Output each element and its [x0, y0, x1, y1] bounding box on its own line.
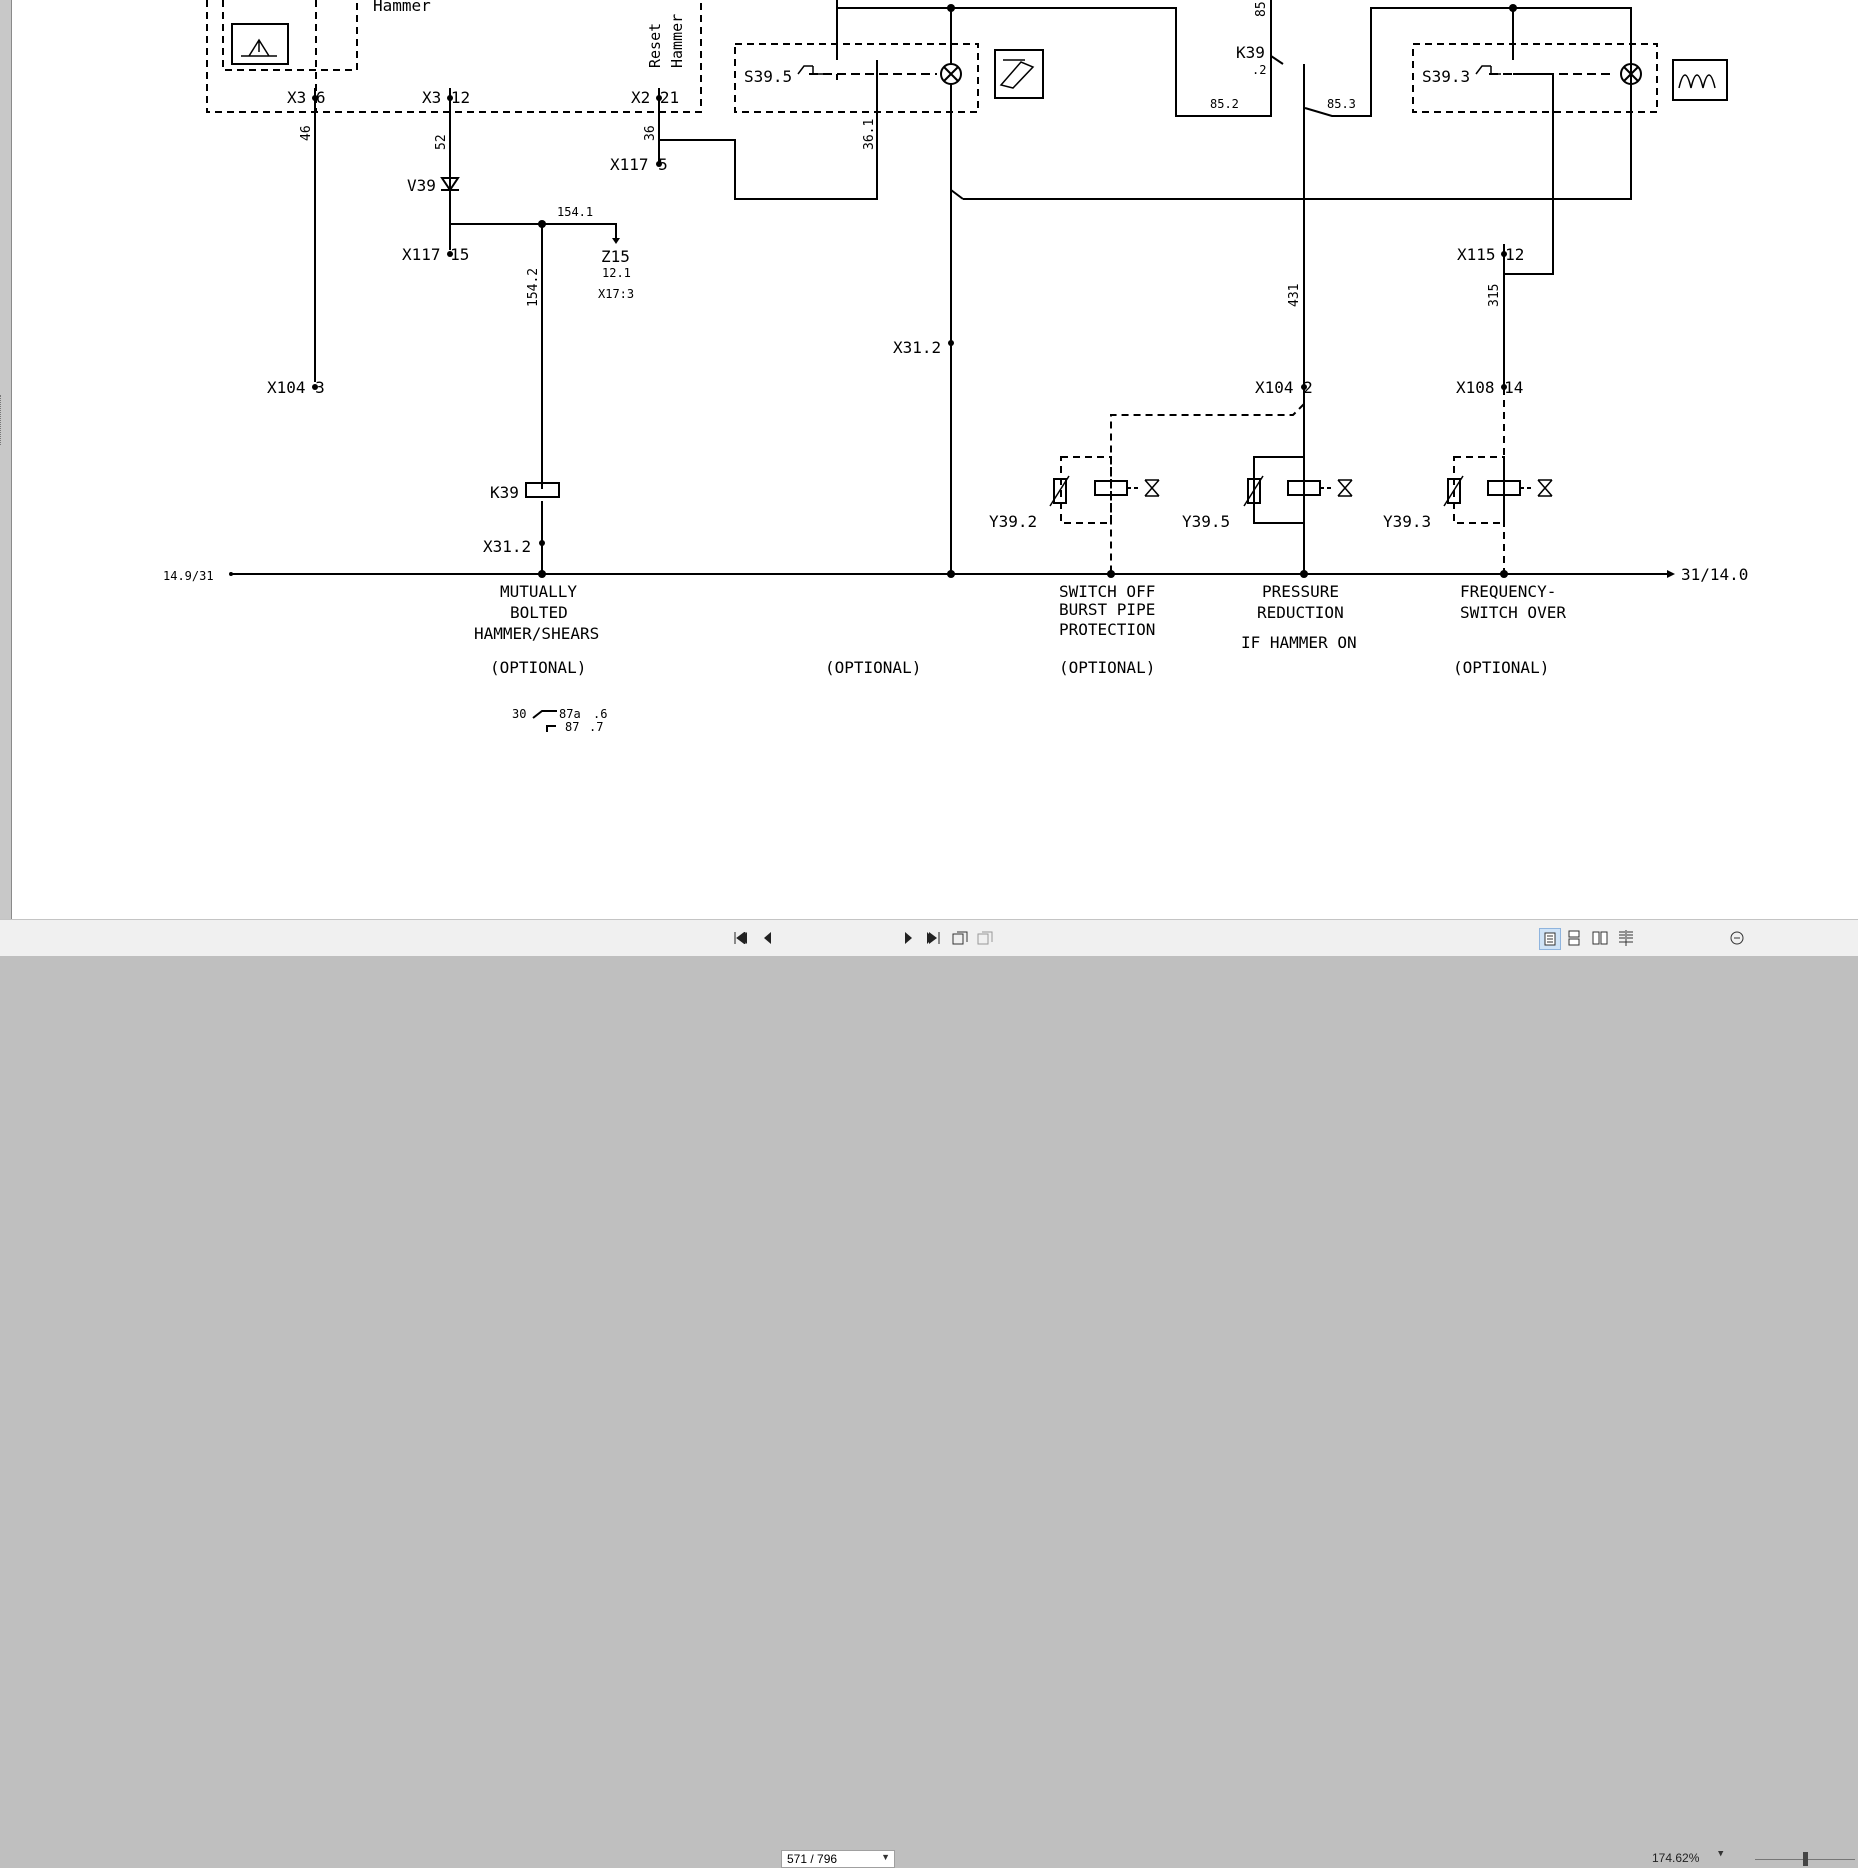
- terminal-x31-2-left: X31.2: [483, 537, 531, 556]
- previous-view-icon[interactable]: [950, 928, 970, 948]
- contact-ref-6: .6: [593, 707, 607, 721]
- terminal-x115-12: X115 12: [1457, 245, 1524, 264]
- switch-s39-5-label: S39.5: [744, 67, 792, 86]
- facing-view-icon[interactable]: [1590, 928, 1610, 948]
- wire-154-2: 154.2: [526, 268, 541, 307]
- wire-85: 85: [1254, 1, 1269, 17]
- optional-label-3: (OPTIONAL): [1059, 658, 1155, 677]
- reset-hammer-label: Hammer: [668, 14, 686, 68]
- mutually-line1: MUTUALLY: [500, 582, 577, 601]
- wiring-schematic: Hammer X3 6 X3 12 X2 21 X117 5 V39 X117 …: [163, 0, 1748, 734]
- wire-36: 36: [643, 125, 658, 141]
- single-page-view-icon[interactable]: [1539, 928, 1561, 950]
- zoom-out-icon[interactable]: [1727, 928, 1747, 948]
- next-view-icon[interactable]: [975, 928, 995, 948]
- optional-label-2: (OPTIONAL): [825, 658, 921, 677]
- switch-off-line3: PROTECTION: [1059, 620, 1155, 639]
- valve-y39-5-label: Y39.5: [1182, 512, 1230, 531]
- wire-36-1: 36.1: [862, 119, 877, 150]
- contact-87: 87: [565, 720, 579, 734]
- relay-k39-top-sub: .2: [1252, 63, 1266, 77]
- hammer-module-box: [206, 0, 702, 113]
- terminal-x3-6: X3 6: [287, 88, 326, 107]
- side-panel-grip[interactable]: [0, 395, 4, 445]
- last-page-icon[interactable]: [923, 928, 943, 948]
- mutually-line2: BOLTED: [510, 603, 568, 622]
- optional-label-1: (OPTIONAL): [490, 658, 586, 677]
- pressure-line1: PRESSURE: [1262, 582, 1339, 601]
- continuous-view-icon[interactable]: [1564, 928, 1584, 948]
- wire-315: 315: [1487, 284, 1502, 307]
- status-bar: 571 / 796 ▼ 174.62% ▼: [0, 919, 1858, 1868]
- zoom-slider-thumb[interactable]: [1803, 1852, 1808, 1866]
- pressure-line2: REDUCTION: [1257, 603, 1344, 622]
- contact-87a: 87a: [559, 707, 581, 721]
- terminal-x17-3: X17:3: [598, 287, 634, 301]
- contact-ref-7: .7: [589, 720, 603, 734]
- right-page-reference: 31/14.0: [1681, 565, 1748, 584]
- terminal-x117-15: X117 15: [402, 245, 469, 264]
- pressure-line3: IF HAMMER ON: [1241, 633, 1357, 652]
- zoom-level[interactable]: 174.62%: [1652, 1851, 1700, 1865]
- wire-46: 46: [299, 125, 314, 141]
- previous-page-icon[interactable]: [757, 928, 777, 948]
- terminal-x3-12: X3 12: [422, 88, 470, 107]
- chevron-down-icon[interactable]: ▼: [881, 1852, 890, 1862]
- mutually-line3: HAMMER/SHEARS: [474, 624, 599, 643]
- wire-85-3: 85.3: [1327, 97, 1356, 111]
- left-page-reference: 14.9/31: [163, 569, 214, 583]
- terminal-x104-3: X104 3: [267, 378, 325, 397]
- pdf-page: Hammer X3 6 X3 12 X2 21 X117 5 V39 X117 …: [11, 0, 1858, 920]
- first-page-icon[interactable]: [731, 928, 751, 948]
- reset-label: Reset: [646, 23, 664, 68]
- terminal-x108-14: X108 14: [1456, 378, 1523, 397]
- terminal-x2-21: X2 21: [631, 88, 679, 107]
- z15-reference: 12.1: [602, 266, 631, 280]
- wire-52: 52: [434, 134, 449, 150]
- terminal-z15: Z15: [601, 247, 630, 266]
- continuous-facing-view-icon[interactable]: [1616, 928, 1636, 948]
- wire-431: 431: [1287, 284, 1302, 307]
- frequency-line2: SWITCH OVER: [1460, 603, 1566, 622]
- wire-85-2: 85.2: [1210, 97, 1239, 111]
- terminal-x104-2: X104 2: [1255, 378, 1313, 397]
- valve-y39-3-label: Y39.3: [1383, 512, 1431, 531]
- next-page-icon[interactable]: [899, 928, 919, 948]
- switch-s39-3-label: S39.3: [1422, 67, 1470, 86]
- page-number-input[interactable]: 571 / 796 ▼: [781, 1850, 895, 1868]
- relay-k39-top-label: K39: [1236, 43, 1265, 62]
- document-viewport[interactable]: Hammer X3 6 X3 12 X2 21 X117 5 V39 X117 …: [0, 0, 1858, 920]
- relay-k39-label: K39: [490, 483, 519, 502]
- diode-v39-label: V39: [407, 176, 436, 195]
- wire-154-1: 154.1: [557, 205, 593, 219]
- valve-y39-2-label: Y39.2: [989, 512, 1037, 531]
- page-number-text: 571 / 796: [787, 1852, 838, 1866]
- frequency-line1: FREQUENCY-: [1460, 582, 1556, 601]
- hammer-label: Hammer: [373, 0, 431, 15]
- contact-30: 30: [512, 707, 526, 721]
- optional-label-4: (OPTIONAL): [1453, 658, 1549, 677]
- terminal-x117-5: X117 5: [610, 155, 668, 174]
- switch-off-line1: SWITCH OFF: [1059, 582, 1155, 601]
- zoom-dropdown-icon[interactable]: ▼: [1718, 1849, 1724, 1859]
- switch-off-line2: BURST PIPE: [1059, 600, 1155, 619]
- terminal-x31-2-mid: X31.2: [893, 338, 941, 357]
